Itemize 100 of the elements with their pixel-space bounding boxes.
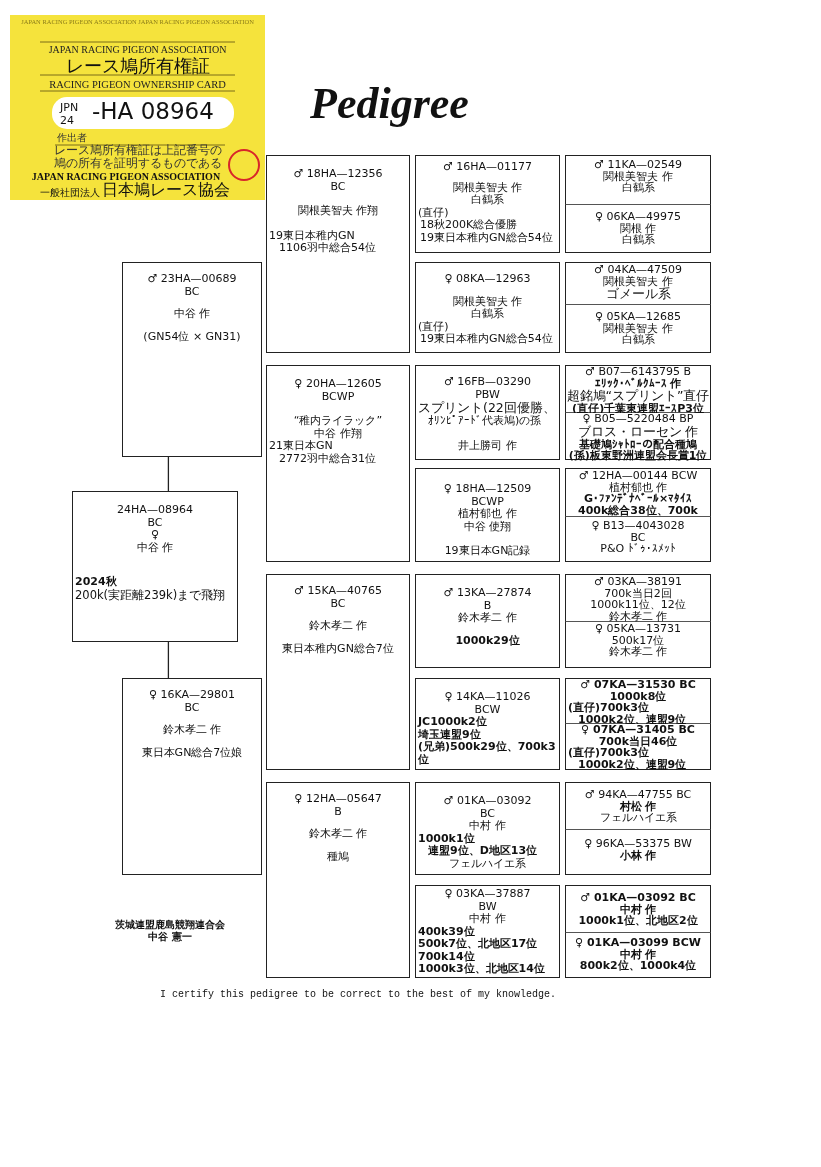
pedigree-note: (直仔) [417, 206, 450, 219]
pedigree-note: 鈴木孝二 作 [607, 646, 669, 658]
ring-number: ♂ 01KA—03092 BC [579, 892, 697, 904]
pedigree-box [415, 782, 560, 875]
pedigree-note: 1000k1位、北地区2位 [577, 915, 699, 927]
pedigree-box [415, 678, 560, 770]
pedigree-note: 500k7位、北地区17位 [417, 938, 539, 951]
pedigree-note: 700k当日46位 [598, 735, 679, 747]
pedigree-note: 植村郁也 作 [457, 508, 518, 521]
club-name: 茨城連盟鹿島競翔連合会 [114, 919, 226, 931]
pedigree-note: BCW [473, 703, 502, 716]
ring-number: ♀ 01KA—03099 BCW [574, 937, 702, 949]
pedigree-note: 関根美智夫 作 [602, 275, 674, 287]
pedigree-note: 埼玉連盟9位 [418, 728, 482, 741]
pedigree-note: 19東日本稚内GN [268, 229, 356, 242]
pedigree-note: BW [477, 900, 498, 913]
pedigree-note: 種鳩 [326, 850, 350, 863]
pedigree-note: 2024秋 [74, 576, 118, 589]
card-title: レース鳩所有権証 [64, 56, 211, 78]
pedigree-cell [565, 885, 711, 933]
pedigree-note: 鈴木孝二 作 [161, 724, 223, 737]
pedigree-note: 東日本稚内GN総合7位 [281, 642, 395, 655]
pedigree-note: 400k総合38位、700k [577, 504, 699, 516]
pedigree-note: 鈴木孝二 作 [457, 612, 518, 625]
pedigree-cell [565, 782, 711, 830]
ring-number: 24HA—08964 [116, 504, 194, 517]
pedigree-note: JC1000k2位 [416, 716, 488, 729]
pedigree-cell [565, 305, 711, 353]
ring-number: ♂ 11KA—02549 [593, 159, 683, 171]
pedigree-cell [565, 830, 711, 875]
pedigree-note: 500k17位 [611, 634, 665, 646]
pedigree-note: P&O ﾄﾞｩ･ｽﾒｯﾄ [599, 543, 677, 555]
ring-number: ♀ 08KA—12963 [443, 273, 532, 286]
pedigree-note: BC [329, 597, 347, 610]
pedigree-note: BC [478, 807, 496, 820]
pedigree-note: 1000k8位 [608, 690, 668, 702]
ring-number: ♂ 18HA—12356 [292, 168, 384, 181]
issuer-name: 日本鳩レース協会 [102, 181, 231, 199]
pedigree-box [122, 678, 262, 875]
ring-number: ♀ B13—4043028 [590, 520, 686, 532]
pedigree-note: 関根美智夫 作 [451, 181, 524, 194]
pedigree-cell [565, 413, 711, 460]
ring-number: ♂ 13KA—27874 [442, 587, 533, 600]
pedigree-note: 植村郁也 作 [607, 481, 669, 493]
ring-number: ♀ 20HA—12605 [293, 378, 383, 391]
pedigree-note: B [333, 805, 343, 818]
pedigree-box [266, 155, 410, 353]
pedigree-box [415, 885, 560, 978]
heading-text: JAPAN RACING PIGEON ASSOCIATION [47, 44, 228, 56]
ring-number: ♂ 94KA—47755 BC [583, 789, 693, 801]
ring-number: ♂ 15KA—40765 [293, 585, 383, 598]
pedigree-note: 19東日本GN記録 [443, 545, 532, 558]
pedigree-note: 1000k2位、連盟9位 [577, 758, 688, 770]
connector-line [167, 456, 170, 492]
ring-number: ♀ 12HA—05647 [293, 793, 383, 806]
ring-number: ♂ 16HA—01177 [441, 161, 534, 174]
pedigree-box [415, 365, 560, 460]
ring-number: ♀ 16KA—29801 [147, 689, 237, 702]
pedigree-note: 関根美智夫 作 [602, 170, 674, 182]
pedigree-box [266, 365, 410, 562]
subtitle-text: RACING PIGEON OWNERSHIP CARD [48, 79, 227, 92]
ring-number: ♂ 16FB—03290 [442, 376, 533, 389]
note-text: レース鳩所有権証は上記番号の鳩の所有を証明するものである [53, 144, 223, 170]
pedigree-note: BC [183, 701, 201, 714]
pedigree-note: PBW [474, 388, 501, 401]
pedigree-note: (GN54位 × GN31) [142, 330, 242, 343]
pedigree-note: 井上勝司 作 [457, 439, 518, 452]
pedigree-note: 19東日本稚内GN総合54位 [420, 333, 554, 346]
pedigree-note: BCWP [320, 390, 356, 403]
pedigree-box [415, 155, 560, 253]
pedigree-note: 中村 作 [619, 948, 657, 960]
pedigree-box [266, 782, 410, 978]
pedigree-note: ブロス・ローセン 作 [576, 424, 700, 439]
pedigree-note: 18秋200K総合優勝 [419, 219, 519, 232]
pedigree-note: BC [630, 531, 647, 543]
pedigree-note: ゴメール系 [605, 287, 671, 301]
pedigree-note: 1000k3位、北地区14位 [417, 963, 546, 976]
pedigree-note: 関根美智夫 作 [451, 295, 524, 308]
pedigree-note: “稚内ライラック” [292, 415, 384, 428]
pedigree-note: 超銘鳩“スプリント”直仔 [566, 389, 710, 403]
pedigree-note: 中谷 作翔 [313, 427, 363, 440]
pedigree-note: BC [146, 516, 164, 529]
connector-line [167, 641, 170, 679]
pedigree-note: 白鶴系 [471, 308, 504, 321]
pedigree-cell [565, 724, 711, 770]
ring-number: ♀ 14KA—11026 [443, 691, 532, 704]
pedigree-note: 中村 作 [468, 820, 507, 833]
pedigree-note: 鈴木孝二 作 [607, 610, 669, 622]
pedigree-note: (直仔)千葉東連盟ｴｰｽP3位 [572, 403, 705, 415]
pedigree-note: 白鶴系 [621, 234, 655, 246]
pedigree-note: 連盟9位、D地区13位 [427, 845, 539, 858]
pedigree-cell [565, 678, 711, 724]
pedigree-box [266, 574, 410, 770]
pedigree-note: 19東日本稚内GN総合54位 [419, 231, 554, 244]
ring-number: ♀ 06KA—49975 [593, 211, 683, 223]
pedigree-box [415, 574, 560, 668]
ring-number: ♂ 01KA—03092 [442, 795, 533, 808]
ring-number: ♀ 05KA—12685 [593, 311, 683, 323]
pedigree-cell [565, 205, 711, 253]
pedigree-note: 鈴木孝二 作 [307, 828, 369, 841]
